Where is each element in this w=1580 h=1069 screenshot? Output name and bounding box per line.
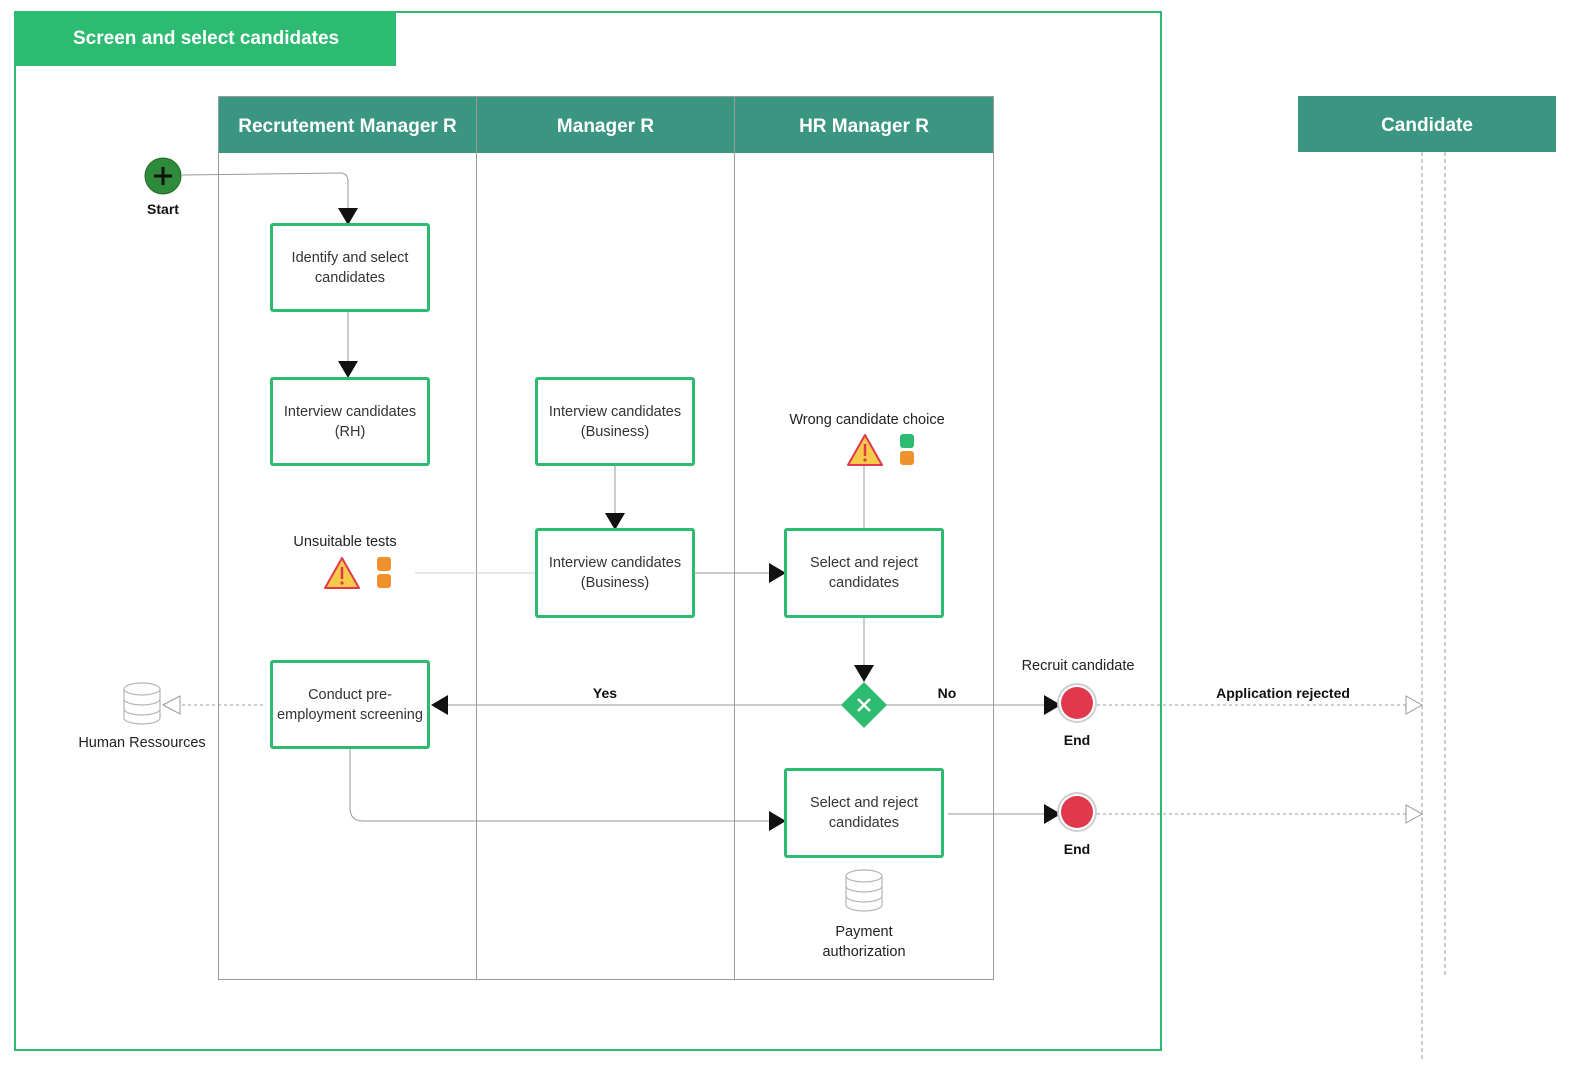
lane-header[interactable]: Manager R	[477, 97, 734, 153]
warning-icon	[324, 557, 360, 589]
flow-label-no: No	[937, 685, 957, 701]
task-interview-business[interactable]: Interview candidates (Business)	[535, 377, 695, 466]
end-label: End	[1063, 732, 1091, 748]
database-icon[interactable]	[123, 682, 161, 725]
pool-title: Screen and select candidates	[14, 11, 396, 66]
lane-manager: Manager R	[477, 97, 735, 979]
flow-label-yes: Yes	[592, 685, 618, 701]
task-select-reject[interactable]: Select and reject candidates	[784, 528, 944, 618]
risk-label: Unsuitable tests	[293, 534, 397, 550]
task-interview-business[interactable]: Interview candidates (Business)	[535, 528, 695, 618]
end-label: End	[1063, 841, 1091, 857]
lane-recruitment-manager: Recrutement Manager R	[219, 97, 477, 979]
lane-header[interactable]: HR Manager R	[735, 97, 993, 153]
warning-icon	[847, 434, 883, 466]
end-event[interactable]	[1057, 792, 1097, 832]
lane-header[interactable]: Recrutement Manager R	[219, 97, 476, 153]
risk-label: Wrong candidate choice	[789, 412, 945, 428]
task-pre-employment-screening[interactable]: Conduct pre-employment screening	[270, 660, 430, 749]
risk-indicator-orange	[900, 451, 914, 465]
task-interview-rh[interactable]: Interview candidates (RH)	[270, 377, 430, 466]
task-select-reject[interactable]: Select and reject candidates	[784, 768, 944, 858]
candidate-lane-header[interactable]: Candidate	[1298, 96, 1556, 152]
risk-indicator-orange	[377, 557, 391, 571]
database-icon[interactable]	[845, 869, 883, 912]
exclusive-gateway[interactable]	[841, 682, 887, 728]
start-event[interactable]	[144, 157, 182, 195]
end-event[interactable]	[1057, 683, 1097, 723]
lane-hr-manager: HR Manager R	[735, 97, 993, 979]
data-store-label: Payment authorization	[822, 924, 906, 960]
message-label: Application rejected	[1216, 685, 1350, 701]
data-store-label: Human Ressources	[78, 735, 206, 751]
pool-frame	[14, 11, 1162, 1051]
swimlanes: Recrutement Manager R Manager R HR Manag…	[218, 96, 994, 980]
risk-indicator-orange	[377, 574, 391, 588]
task-identify-candidates[interactable]: Identify and select candidates	[270, 223, 430, 312]
start-label: Start	[147, 201, 179, 217]
message-label: Recruit candidate	[1021, 658, 1135, 674]
risk-indicator-green	[900, 434, 914, 448]
